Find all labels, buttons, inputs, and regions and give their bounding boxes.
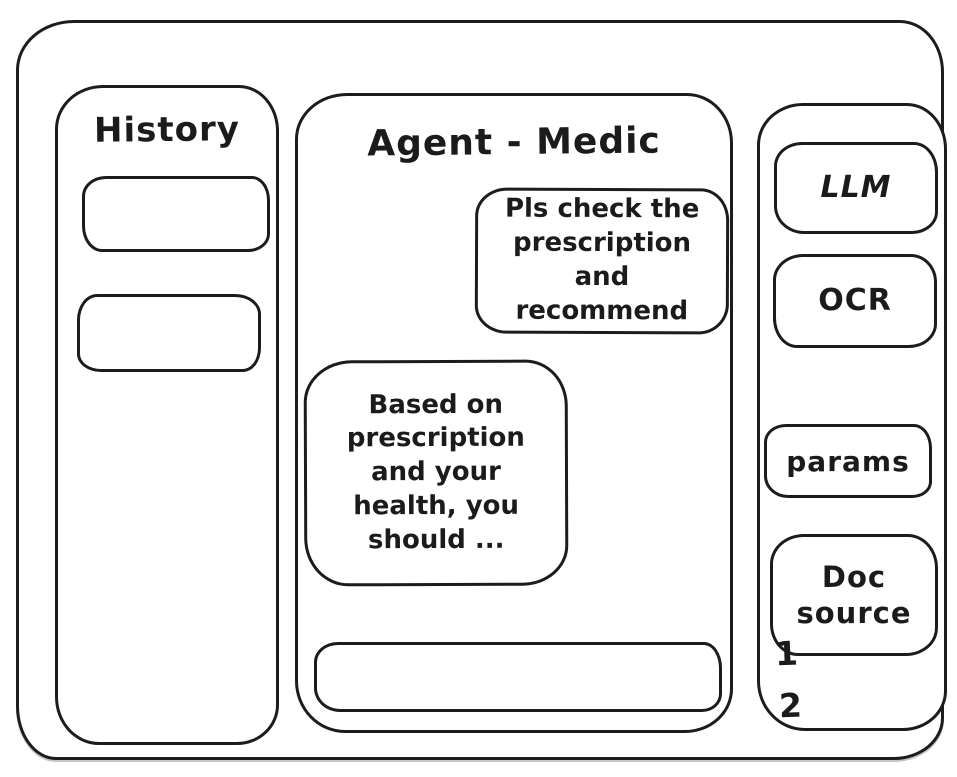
chat-title: Agent - Medic — [366, 120, 662, 165]
history-item[interactable] — [77, 294, 261, 372]
assistant-message-bubble: Based on prescription and your health, y… — [303, 359, 569, 587]
user-message-bubble: Pls check the prescription and recommend — [474, 187, 730, 335]
history-panel: History — [55, 85, 279, 745]
doc-source-item-2: 2 — [778, 685, 803, 726]
history-item[interactable] — [82, 176, 270, 252]
tools-panel: LLM OCR params Doc source 1 2 — [757, 103, 947, 731]
tool-ocr-button[interactable]: OCR — [773, 254, 937, 348]
tool-doc-source-button[interactable]: Doc source — [770, 534, 938, 656]
history-title: History — [93, 109, 241, 151]
window-frame: History Agent - Medic Pls check the pres… — [16, 20, 947, 760]
chat-panel: Agent - Medic Pls check the prescription… — [295, 93, 733, 733]
tool-params-button[interactable]: params — [764, 424, 932, 498]
doc-source-item-1: 1 — [774, 633, 799, 674]
tool-llm-button[interactable]: LLM — [774, 142, 938, 234]
message-input[interactable] — [314, 642, 722, 712]
